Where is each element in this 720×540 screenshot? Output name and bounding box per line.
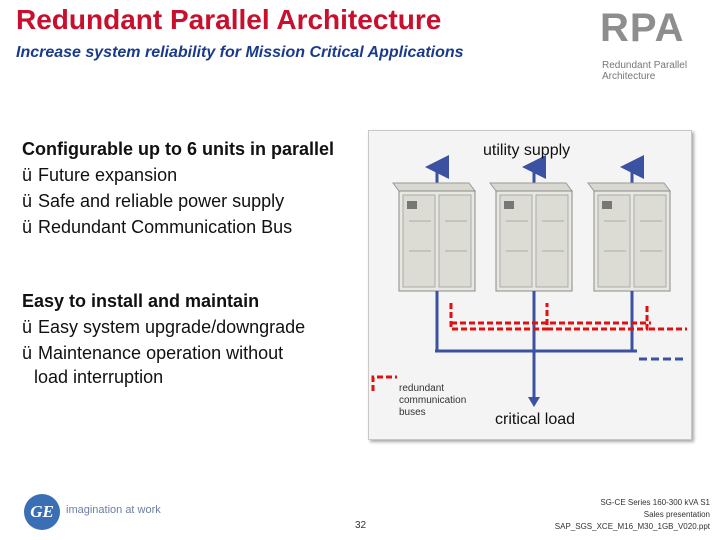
parallel-ups-diagram: utility supply redundant communication b… <box>368 130 692 440</box>
footer-line: SAP_SGS_XCE_M16_M30_1GB_V020.ppt <box>554 522 710 531</box>
check-icon: ü <box>22 191 33 211</box>
rpa-logo-caption: Redundant Parallel Architecture <box>602 60 687 82</box>
slide-subtitle: Increase system reliability for Mission … <box>16 44 464 61</box>
check-icon: ü <box>22 343 33 363</box>
section-heading: Easy to install and maintain <box>22 291 260 311</box>
ge-monogram-icon: GE <box>24 494 60 530</box>
ups-cabinet <box>587 182 671 292</box>
diagram-drawing <box>371 155 687 407</box>
bullet-text: Redundant Communication Bus <box>38 217 293 237</box>
bullet-continuation: load interruption <box>34 367 164 387</box>
legend-swatch-red <box>371 375 397 391</box>
comm-bus-red <box>547 303 649 331</box>
page-number: 32 <box>355 520 367 531</box>
section-heading: Configurable up to 6 units in parallel <box>22 139 335 159</box>
bullet-text: Future expansion <box>38 165 178 185</box>
rpa-caption-line: Redundant Parallel <box>602 60 688 71</box>
bullet-text: Safe and reliable power supply <box>38 191 285 211</box>
section-parallel: Configurable up to 6 units in parallel ü… <box>22 136 334 240</box>
check-icon: ü <box>22 317 33 337</box>
comm-bus-red <box>449 303 549 331</box>
rpa-logo-letters: RPA <box>600 6 685 50</box>
critical-load-label: critical load <box>495 411 576 428</box>
check-icon: ü <box>22 165 33 185</box>
tagline: imagination at work <box>66 504 161 516</box>
rpa-logo: RPA Redundant Parallel Architecture <box>600 8 710 88</box>
legend-comm-buses: redundant communication buses <box>399 383 466 419</box>
legend-line: redundant <box>399 383 445 394</box>
critical-load-arrow <box>528 397 540 407</box>
ups-cabinet <box>489 182 573 292</box>
footer-info: SG-CE Series 160-300 kVA S1 Sales presen… <box>555 497 710 533</box>
utility-supply-label: utility supply <box>483 142 571 159</box>
footer-line: Sales presentation <box>643 510 710 519</box>
ge-logo: GE imagination at work <box>24 494 194 534</box>
legend-line: communication <box>399 395 467 406</box>
footer-line: SG-CE Series 160-300 kVA S1 <box>600 498 710 507</box>
legend-line: buses <box>399 407 426 418</box>
rpa-caption-line: Architecture <box>602 71 656 82</box>
bullet-text: Easy system upgrade/downgrade <box>38 317 306 337</box>
slide-title: Redundant Parallel Architecture <box>16 4 442 35</box>
check-icon: ü <box>22 217 33 237</box>
ups-cabinet <box>392 182 476 292</box>
bullet-text: Maintenance operation without <box>38 343 284 363</box>
